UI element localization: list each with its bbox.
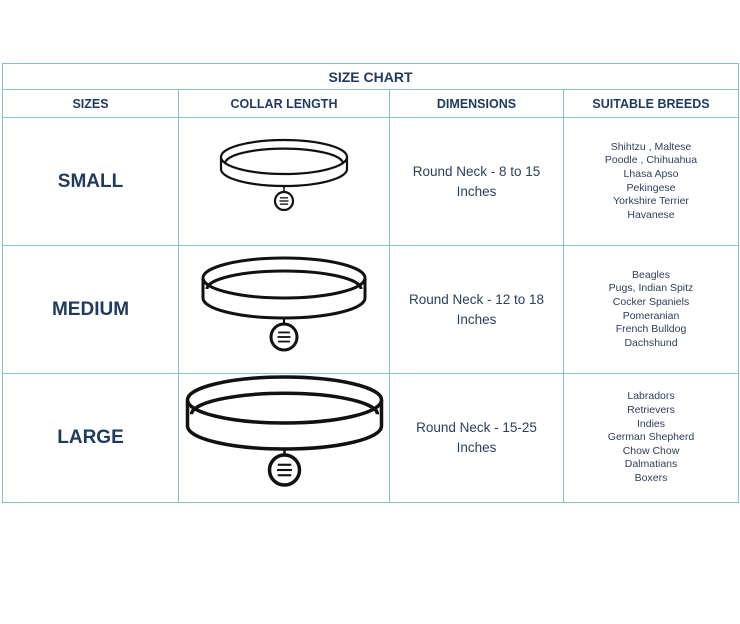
size-chart-table: SIZE CHART SIZES COLLAR LENGTH DIMENSION… <box>2 63 739 503</box>
size-label: MEDIUM <box>2 245 179 374</box>
size-label: LARGE <box>2 373 179 503</box>
breed: Pomeranian <box>622 309 680 322</box>
breed: Shihtzu , Maltese <box>610 140 692 153</box>
breed: German Shepherd <box>607 431 695 444</box>
breed: Indies <box>636 417 666 430</box>
breed: Cocker Spaniels <box>612 295 690 308</box>
breed: Lhasa Apso <box>623 167 679 180</box>
breed: Pugs, Indian Spitz <box>608 282 694 295</box>
header-dimensions: DIMENSIONS <box>389 89 564 118</box>
collar-cell <box>178 373 390 503</box>
breed: Retrievers <box>627 404 675 417</box>
collar-icon <box>201 256 367 351</box>
collar-icon <box>185 375 383 487</box>
dimension-text: Round Neck - 8 to 15 <box>412 163 541 179</box>
dimension-unit: Inches <box>456 311 497 327</box>
dimension-unit: Inches <box>456 440 497 455</box>
size-label: SMALL <box>2 117 179 246</box>
dimension-text: Round Neck - 12 to 18 <box>408 291 545 307</box>
dimension-cell: Round Neck - 8 to 15 Inches <box>389 117 564 246</box>
breed: Labradors <box>627 390 675 403</box>
collar-cell <box>178 245 390 374</box>
breed: Beagles <box>632 268 670 281</box>
table-title: SIZE CHART <box>2 63 739 90</box>
breed: Poodle , Chihuahua <box>604 154 698 167</box>
table-row-medium: MEDIUM Round Neck - 12 to 18 Inches Beagl… <box>2 245 739 374</box>
header-sizes: SIZES <box>2 89 179 118</box>
breed: Yorkshire Terrier <box>613 195 689 208</box>
breed: Dalmatians <box>624 458 678 471</box>
breed: Boxers <box>634 471 668 484</box>
breed: Chow Chow <box>622 444 680 457</box>
header-suitable-breeds: SUITABLE BREEDS <box>563 89 739 118</box>
dimension-cell: Round Neck - 12 to 18 Inches <box>389 245 564 374</box>
breed: Dachshund <box>624 336 678 349</box>
header-collar-length: COLLAR LENGTH <box>178 89 390 118</box>
dimension-unit: Inches <box>456 183 497 199</box>
breed: Havanese <box>627 208 675 221</box>
table-row-small: SMALL Round Neck - 8 to 15 Inches Shihtzu… <box>2 117 739 246</box>
dimension-text: Round Neck - 15-25 <box>416 420 537 435</box>
collar-icon <box>219 138 349 211</box>
breed: Pekingese <box>626 181 676 194</box>
collar-cell <box>178 117 390 246</box>
breed: French Bulldog <box>615 323 687 336</box>
